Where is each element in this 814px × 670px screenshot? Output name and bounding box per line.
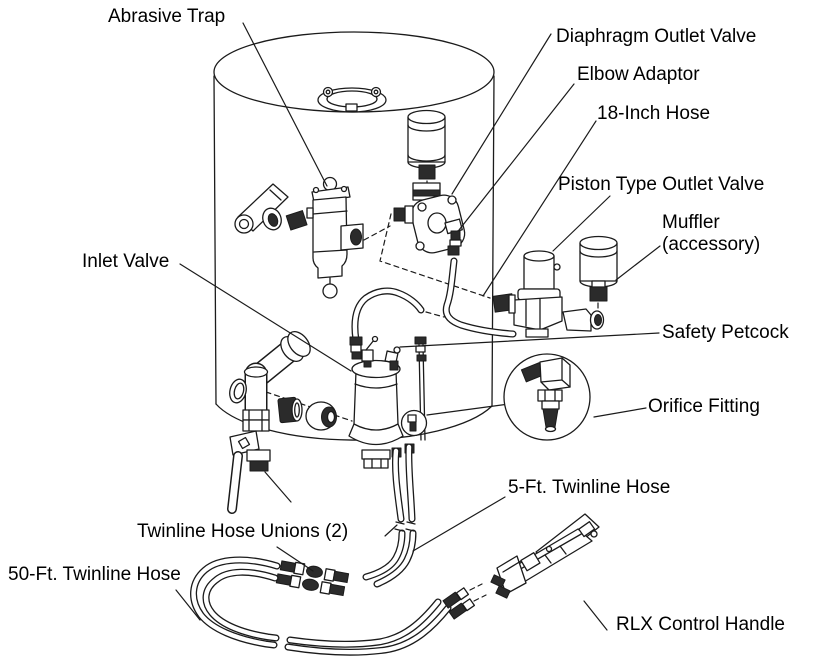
label-elbow-adaptor: Elbow Adaptor [577, 64, 700, 85]
safety-petcock-drawing [361, 335, 401, 371]
top-muffler-drawing [407, 109, 446, 191]
label-piston-type-outlet-valve: Piston Type Outlet Valve [558, 174, 765, 195]
abrasive-trap-tee-fitting-drawing [234, 183, 308, 234]
pressure-vessel-tank-drawing [213, 31, 495, 441]
label-diaphragm-outlet-valve: Diaphragm Outlet Valve [556, 26, 757, 47]
label-rlx-control-handle: RLX Control Handle [616, 614, 785, 635]
twinline-hose-unions-drawing [275, 560, 350, 597]
hose-upper-loop-drawing [349, 287, 445, 360]
elbow-adaptor-drawing [444, 218, 463, 247]
hose-50ft-drawing [190, 556, 487, 656]
ball-valve-drawing [227, 409, 271, 514]
label-50-ft-twinline-hose: 50-Ft. Twinline Hose [8, 564, 181, 585]
label-muffler-line1: Muffler [662, 212, 720, 233]
tee-pipe-drawing [229, 331, 311, 422]
piston-type-outlet-valve-drawing [492, 250, 563, 338]
label-twinline-hose-unions: Twinline Hose Unions (2) [137, 521, 349, 542]
label-18-inch-hose: 18-Inch Hose [597, 103, 711, 124]
label-5-ft-twinline-hose: 5-Ft. Twinline Hose [508, 477, 671, 498]
orifice-fitting-inset-drawing [503, 353, 591, 441]
label-orifice-fitting: Orifice Fitting [648, 396, 760, 417]
hose-18-inch-drawing [442, 245, 517, 338]
accessory-muffler-drawing [579, 235, 618, 312]
coupling-plugs-drawing [277, 396, 337, 431]
label-safety-petcock: Safety Petcock [662, 322, 789, 343]
label-abrasive-trap: Abrasive Trap [108, 6, 226, 27]
label-inlet-valve: Inlet Valve [82, 251, 170, 272]
outlet-elbow-fitting-drawing [562, 308, 605, 332]
rlx-control-handle-drawing [490, 513, 600, 599]
abrasive-trap-drawing [306, 176, 364, 299]
hose-5ft-drawing [362, 443, 417, 588]
leader-lines [175, 22, 661, 631]
label-muffler-line2: (accessory) [662, 234, 761, 255]
orifice-fitting-callout-circle [400, 403, 510, 437]
label-muffler-accessory: Muffler (accessory) [662, 212, 760, 256]
